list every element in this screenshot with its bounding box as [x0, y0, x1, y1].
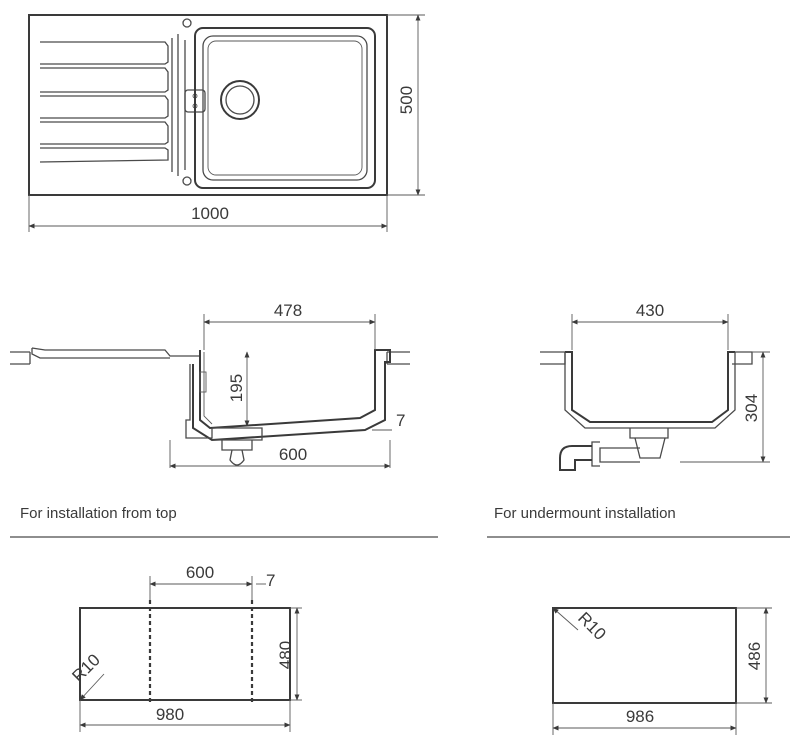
bowl-inner	[202, 35, 368, 181]
dim-bowl-depth-195: 195	[227, 374, 246, 402]
sink-top-view: 1000 500	[28, 14, 425, 232]
caption-top-install: For installation from top	[20, 505, 177, 522]
cutout-rect	[79, 607, 291, 701]
dim-depth-500: 500	[397, 86, 416, 114]
cutout-rect-undermount	[552, 607, 737, 704]
dim-cutout-480: 480	[276, 641, 295, 669]
sink-outline	[28, 14, 388, 196]
cutout-top-install: 600 7 480 980 R10	[68, 563, 302, 732]
dim-cabinet-600: 600	[279, 445, 307, 464]
drainboard-grooves	[39, 41, 169, 163]
caption-under-install: For undermount installation	[494, 505, 676, 522]
dim-radius-r10-right: R10	[574, 608, 609, 643]
dim-cutout-986: 986	[626, 707, 654, 726]
tap-hole-top	[182, 18, 192, 28]
dim-width-1000: 1000	[191, 204, 229, 223]
dim-cutout-7: 7	[266, 571, 275, 590]
dim-bowl-width-478: 478	[274, 301, 302, 320]
dim-rim-7: 7	[396, 411, 405, 430]
side-view-top-install: 478 195 7 600	[10, 301, 410, 469]
bowl-outer	[194, 27, 376, 189]
dim-cutout-600: 600	[186, 563, 214, 582]
drain-icon	[220, 80, 260, 120]
cutout-undermount: 486 986 R10	[552, 607, 772, 735]
dim-cutout-980: 980	[156, 705, 184, 724]
dim-height-304: 304	[742, 394, 761, 422]
dim-cutout-486: 486	[745, 642, 764, 670]
tap-hole-bottom	[182, 176, 192, 186]
dim-bowl-width-430: 430	[636, 301, 664, 320]
side-view-undermount: 430 304	[540, 301, 770, 471]
